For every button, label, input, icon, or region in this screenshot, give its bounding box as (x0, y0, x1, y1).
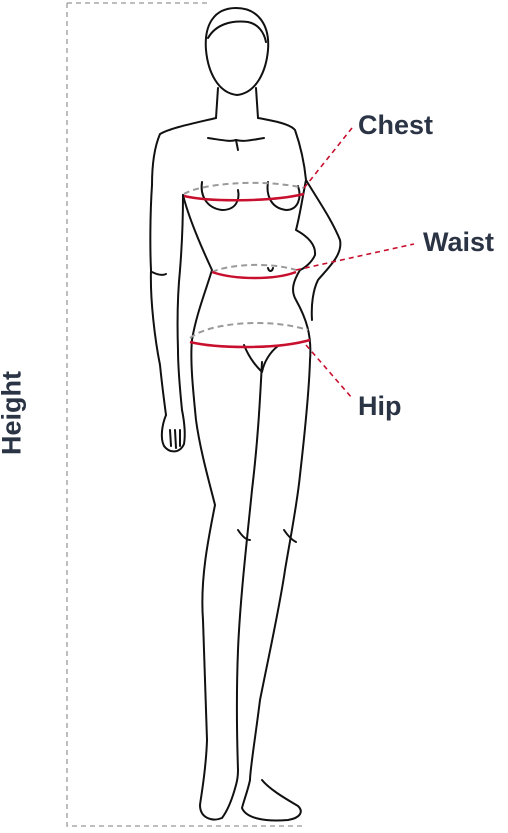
waist-label: Waist (423, 227, 495, 257)
waist-line (211, 270, 297, 280)
waist-leader (295, 243, 415, 271)
back-measure-lines (183, 181, 309, 339)
navel (267, 267, 274, 272)
inner-leg (235, 361, 263, 771)
head (204, 7, 270, 96)
right-foot (241, 779, 302, 822)
knee-left (237, 529, 251, 541)
left-foot (199, 739, 239, 821)
chest-leader (303, 127, 353, 189)
body-outline (149, 7, 342, 822)
waist-right (249, 269, 312, 781)
hip-leader (305, 344, 353, 399)
chest-label: Chest (358, 110, 434, 140)
chest-line (183, 192, 305, 202)
height-frame (66, 2, 303, 827)
hairline (207, 20, 267, 43)
hip-line (189, 338, 311, 349)
breast-left (200, 181, 240, 211)
front-measure-lines (183, 192, 311, 349)
right-inner-arm (295, 179, 317, 271)
left-inner-arm (176, 194, 184, 411)
neck (215, 87, 259, 119)
torso-right (257, 117, 342, 321)
height-label: Height (0, 371, 27, 455)
hip-back-line (189, 322, 309, 339)
left-hand (160, 409, 186, 453)
waist-left (182, 194, 216, 741)
crotch (243, 344, 279, 373)
knee-right (283, 529, 297, 543)
torso-left (149, 117, 217, 416)
leader-lines (295, 127, 415, 399)
chest-back-line (183, 181, 305, 195)
elbow-left (151, 271, 167, 276)
fingers-left (169, 429, 181, 449)
sternum (235, 139, 239, 151)
hip-label: Hip (358, 391, 402, 421)
waist-back-line (211, 263, 297, 273)
